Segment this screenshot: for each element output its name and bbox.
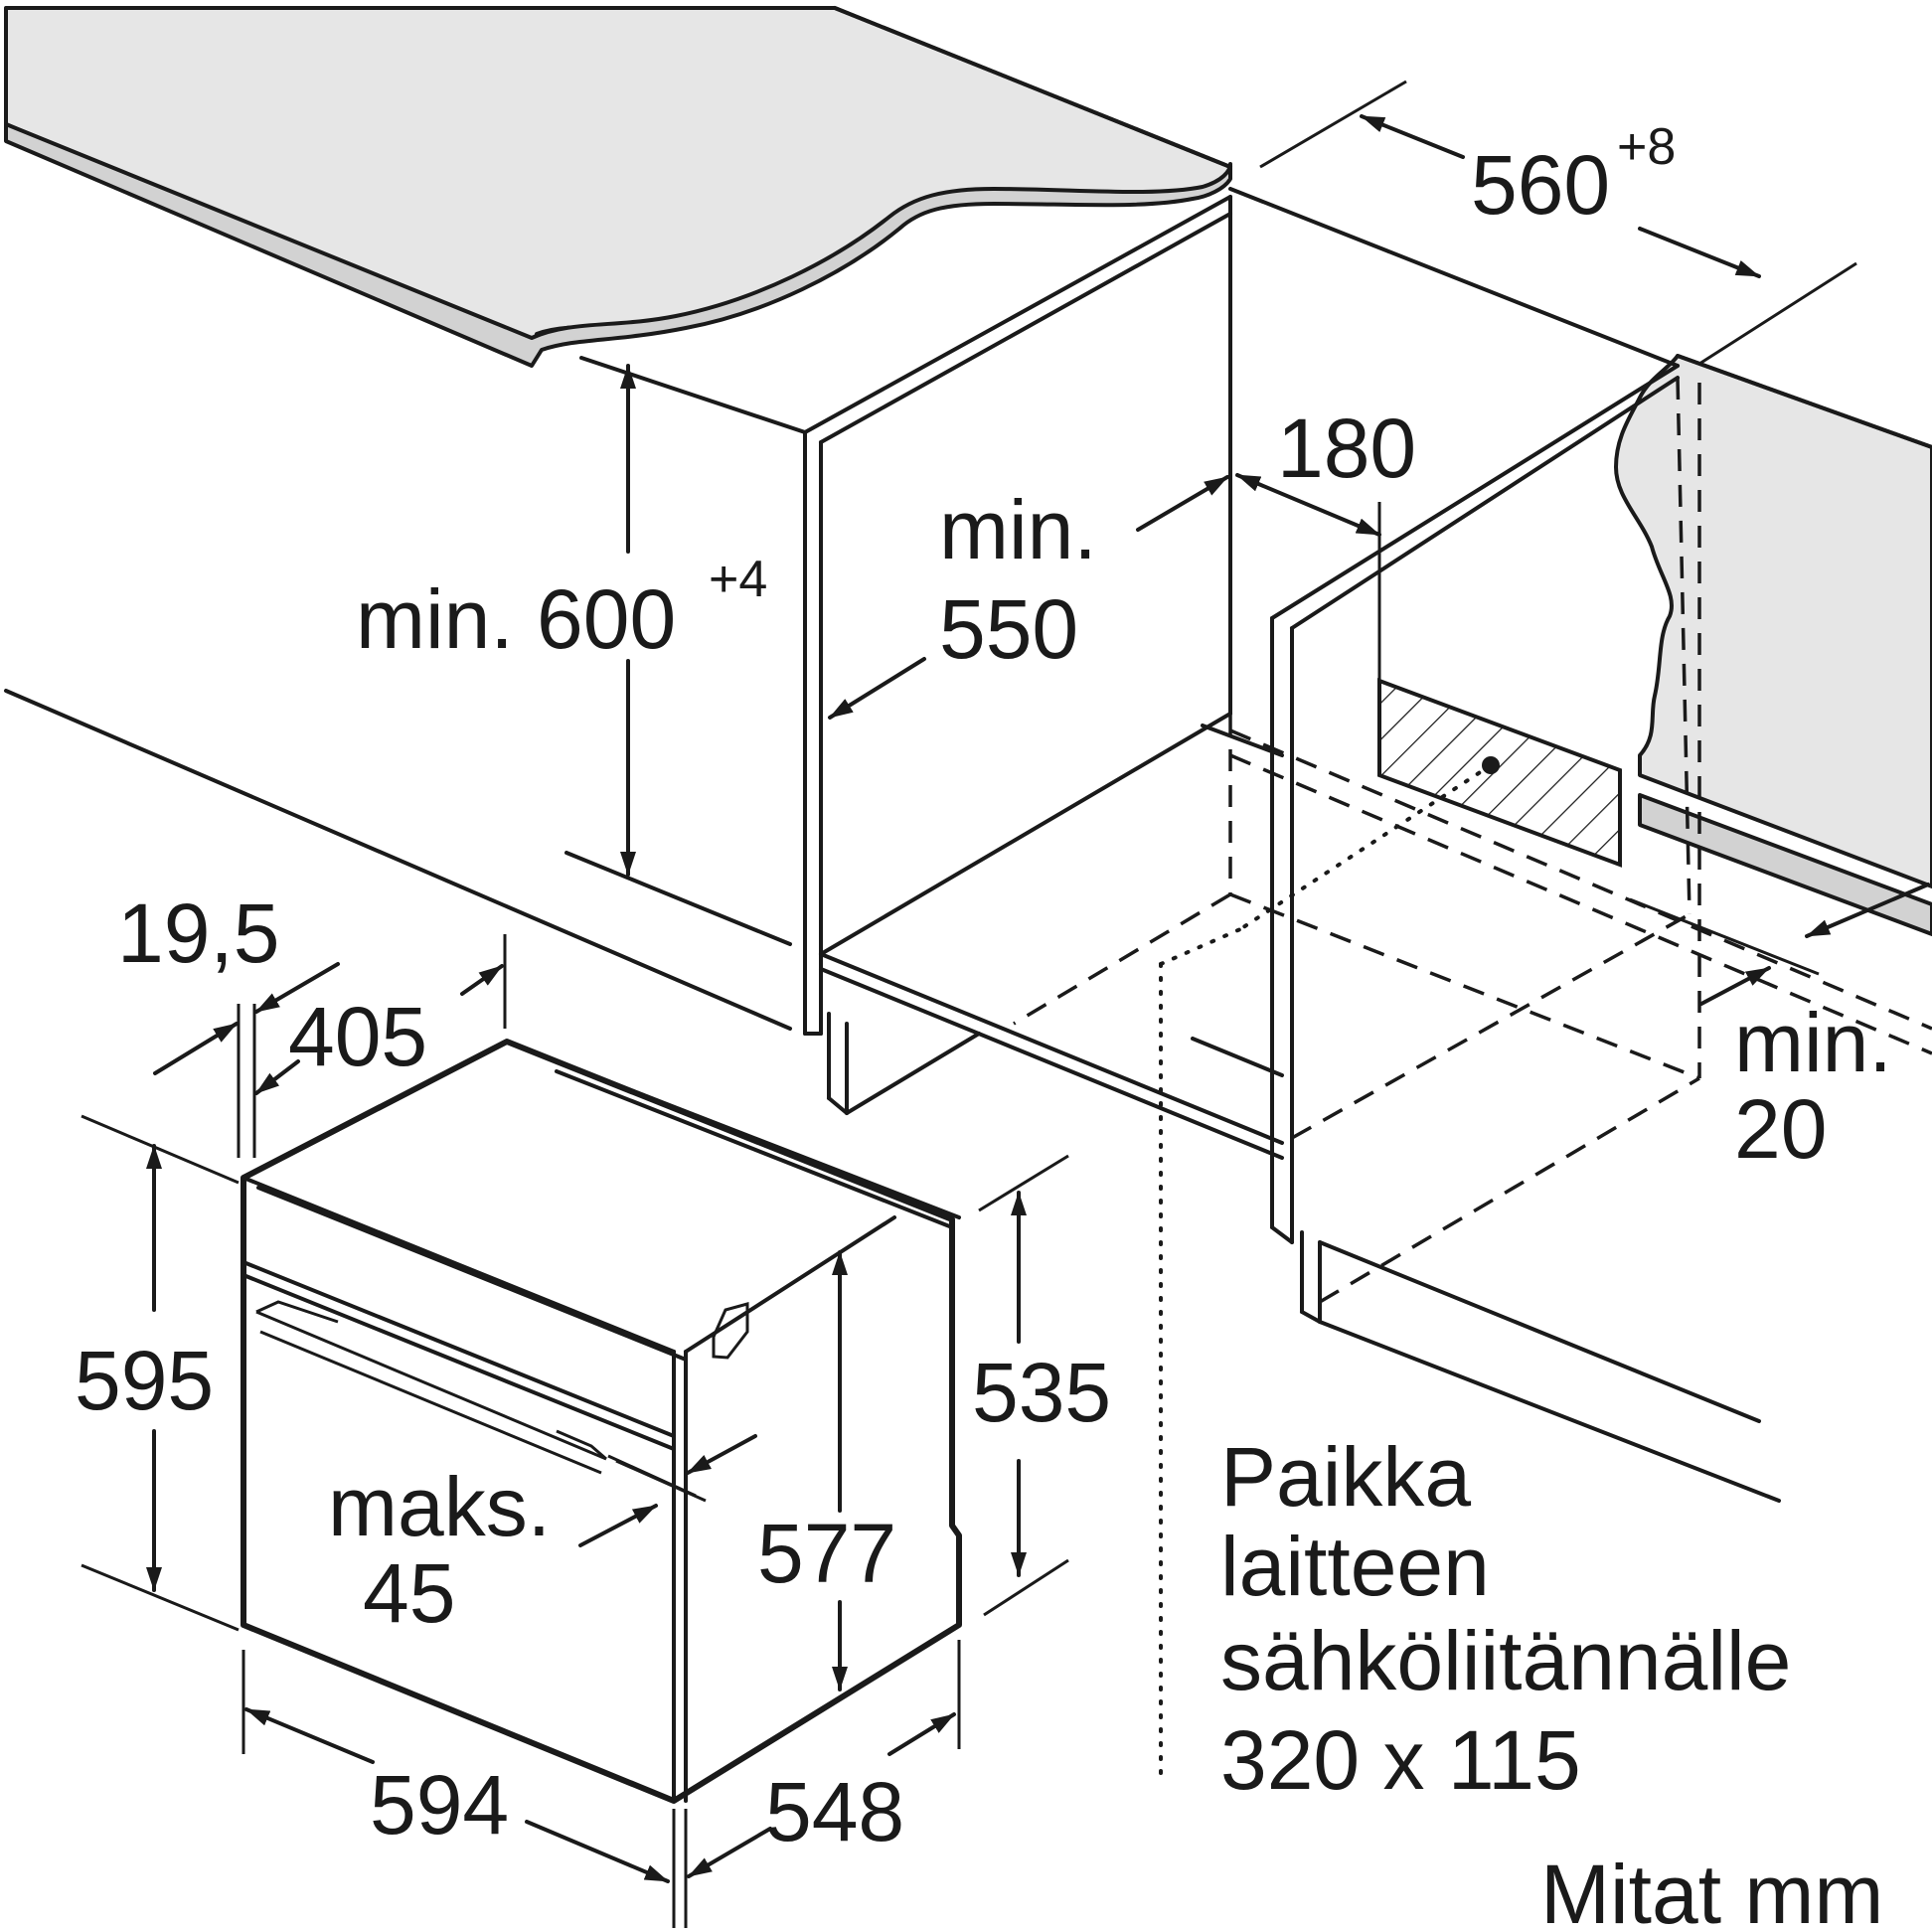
- worktop: [4, 6, 1232, 368]
- label-units: Mitat mm: [1540, 1848, 1883, 1932]
- label-door-thickness: 19,5: [117, 886, 280, 980]
- label-handle-2: 45: [363, 1546, 455, 1640]
- dimension-lines: [80, 80, 1930, 1928]
- label-niche-depth-1: min.: [939, 483, 1097, 576]
- label-bottom-gap-1: min.: [1734, 996, 1892, 1089]
- label-cabinet-width-tolerance: +8: [1617, 118, 1676, 176]
- power-connection-area: [1159, 678, 1622, 1781]
- hidden-niche-lines: [1013, 377, 1932, 1304]
- label-cabinet-width: 560: [1471, 138, 1610, 232]
- label-power-1: Paikka: [1220, 1430, 1471, 1524]
- oven: [241, 1039, 962, 1804]
- right-wall: [1614, 354, 1932, 936]
- label-power-2: laitteen: [1220, 1520, 1490, 1613]
- label-niche-height: min. 600: [356, 572, 676, 666]
- label-handle-1: maks.: [328, 1460, 551, 1553]
- label-niche-oven-height: 535: [972, 1346, 1111, 1439]
- niche-side-panel: [579, 195, 1284, 1160]
- label-oven-width: 594: [370, 1758, 509, 1852]
- label-power-4: 320 x 115: [1220, 1713, 1581, 1807]
- label-back-gap: 180: [1277, 402, 1416, 495]
- label-power-3: sähköliitännälle: [1220, 1614, 1791, 1707]
- label-oven-height: 595: [75, 1334, 214, 1427]
- labels: 560 +8 min. 600 +4 min. 550 180 min. 20 …: [75, 118, 1892, 1932]
- label-niche-depth-2: 550: [939, 582, 1078, 676]
- label-oven-depth: 548: [765, 1765, 904, 1858]
- label-inner-height: 577: [757, 1507, 896, 1600]
- label-niche-height-tolerance: +4: [709, 551, 767, 608]
- right-cabinet: [833, 6, 1932, 1503]
- label-bottom-gap-2: 20: [1734, 1082, 1827, 1176]
- label-front-depth: 405: [288, 990, 427, 1083]
